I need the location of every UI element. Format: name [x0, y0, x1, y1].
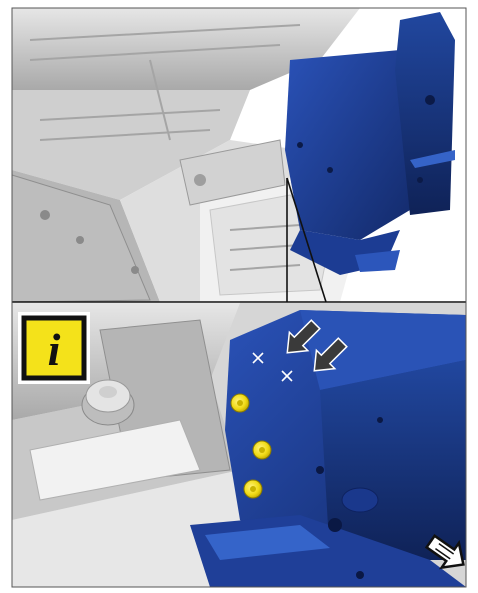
- pointer-arrow: [286, 319, 321, 354]
- pointer-arrows: [286, 319, 348, 372]
- pointer-arrow: [313, 337, 348, 372]
- overview-panel: [11, 8, 466, 303]
- cross-marks: [252, 352, 293, 382]
- view-direction-icon: [424, 534, 465, 570]
- fastener-marker: [243, 479, 263, 499]
- info-icon: i: [18, 312, 90, 384]
- fastener-markers: [230, 393, 272, 499]
- fastener-marker: [252, 440, 272, 460]
- cross-mark: [252, 352, 264, 364]
- detail-panel: i: [12, 303, 466, 587]
- fastener-marker: [230, 393, 250, 413]
- cross-mark: [281, 370, 293, 382]
- info-glyph: i: [48, 324, 61, 375]
